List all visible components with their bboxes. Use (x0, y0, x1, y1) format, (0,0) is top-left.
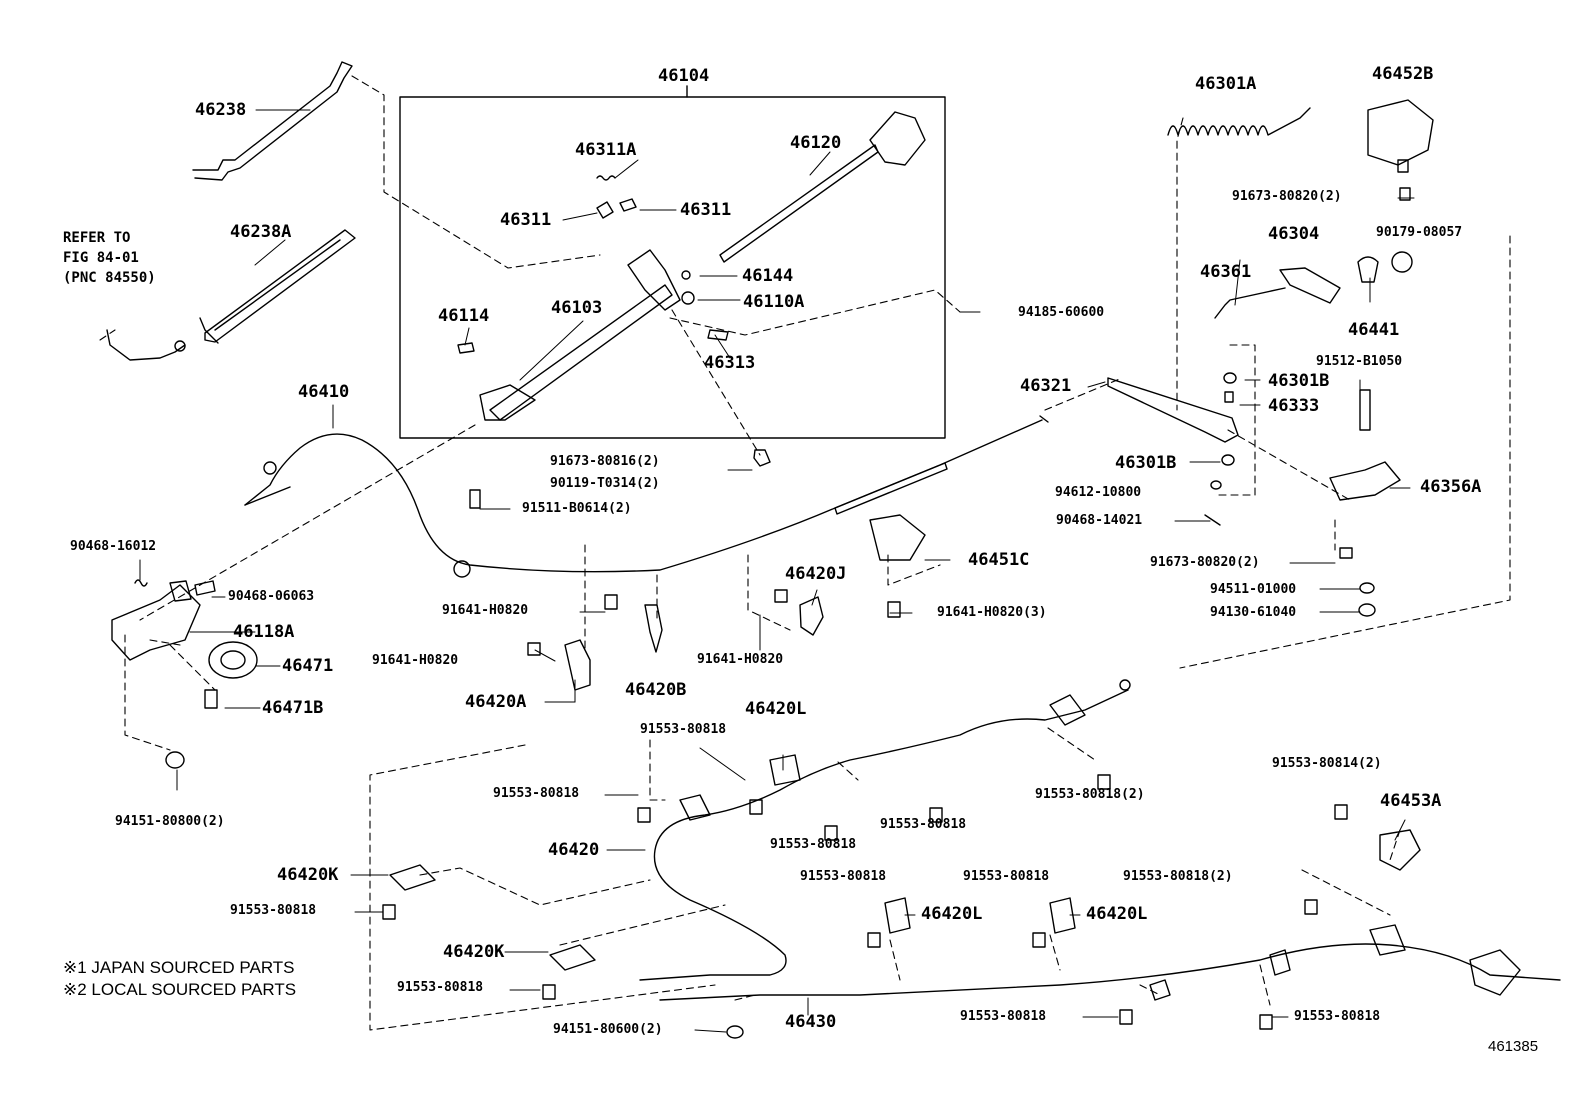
spring-46301A (1167, 107, 1311, 136)
part-label-91553-80818-2a: 91553-80818(2) (1035, 787, 1145, 802)
part-label-46301B-a: 46301B (1268, 371, 1330, 391)
part-label-46313: 46313 (704, 353, 756, 373)
refer-line-1: REFER TO (63, 230, 131, 246)
part-label-94130-61040: 94130-61040 (1210, 605, 1297, 620)
part-label-91553-80818-i: 91553-80818 (960, 1009, 1047, 1024)
part-label-90468-06063: 90468-06063 (228, 589, 315, 604)
part-label-46301B-b: 46301B (1115, 453, 1177, 473)
part-label-94612-10800: 94612-10800 (1055, 485, 1142, 500)
part-label-91641-H0820-b: 91641-H0820 (372, 653, 459, 668)
part-label-91553-80818-g: 91553-80818 (800, 869, 887, 884)
part-label-46430: 46430 (785, 1012, 837, 1032)
part-label-46420L-right: 46420L (1086, 904, 1148, 924)
part-label-46420A: 46420A (465, 692, 527, 712)
part-label-91673-80816: 91673-80816(2) (550, 454, 660, 469)
part-label-46420K-a: 46420K (277, 865, 339, 885)
cable-46420 (639, 689, 1129, 981)
part-label-46311-left: 46311 (500, 210, 552, 230)
part-label-46311A: 46311A (575, 140, 637, 160)
cable-46430 (659, 943, 1561, 1001)
refer-line-3: (PNC 84550) (63, 270, 156, 286)
part-label-46361: 46361 (1200, 262, 1252, 282)
part-label-46120: 46120 (790, 133, 842, 153)
part-label-46114: 46114 (438, 306, 490, 326)
part-label-46471: 46471 (282, 656, 334, 676)
lever-46103 (489, 284, 673, 421)
note-japan-sourced: ※1 JAPAN SOURCED PARTS (63, 958, 295, 977)
part-label-46238: 46238 (195, 100, 247, 120)
part-label-46321: 46321 (1020, 376, 1072, 396)
lever-46120 (719, 144, 879, 263)
part-label-46471B: 46471B (262, 698, 324, 718)
part-label-46451C: 46451C (968, 550, 1030, 570)
part-label-46238A: 46238A (230, 222, 292, 242)
part-label-46103: 46103 (551, 298, 603, 318)
rod-46238A (204, 229, 356, 343)
part-label-91553-80818-a: 91553-80818 (640, 722, 727, 737)
part-label-46333: 46333 (1268, 396, 1320, 416)
part-label-46420L-mid: 46420L (921, 904, 983, 924)
refer-note: REFER TO FIG 84-01 (PNC 84550) (63, 228, 156, 288)
figure-id: 461385 (1488, 1038, 1539, 1055)
part-label-91641-H0820-3: 91641-H0820(3) (937, 605, 1047, 620)
part-label-91553-80818-c: 91553-80818 (770, 837, 857, 852)
part-label-94151-80600: 94151-80600(2) (553, 1022, 663, 1037)
part-label-46420L-top: 46420L (745, 699, 807, 719)
part-label-46104: 46104 (658, 66, 710, 86)
part-label-91553-80818-h: 91553-80818 (963, 869, 1050, 884)
part-label-91511-B0614: 91511-B0614(2) (522, 501, 632, 516)
part-label-46453A: 46453A (1380, 791, 1442, 811)
part-label-91553-80818-j: 91553-80818 (1294, 1009, 1381, 1024)
part-label-91641-H0820-c: 91641-H0820 (697, 652, 784, 667)
part-label-46420J: 46420J (785, 564, 847, 584)
part-label-46420K-b: 46420K (443, 942, 505, 962)
part-label-90468-16012: 90468-16012 (70, 539, 157, 554)
part-label-91553-80818-f: 91553-80818 (397, 980, 484, 995)
refer-line-2: FIG 84-01 (63, 250, 139, 266)
part-label-46420B: 46420B (625, 680, 687, 700)
part-label-46144: 46144 (742, 266, 794, 286)
part-label-46311-right: 46311 (680, 200, 732, 220)
part-label-90468-14021: 90468-14021 (1056, 513, 1143, 528)
note-local-sourced: ※2 LOCAL SOURCED PARTS (63, 980, 297, 999)
part-label-46410: 46410 (298, 382, 350, 402)
pulley-46471 (208, 641, 258, 679)
part-label-91553-80818-e: 91553-80818 (230, 903, 317, 918)
part-label-46356A: 46356A (1420, 477, 1482, 497)
part-label-46304: 46304 (1268, 224, 1320, 244)
part-label-46110A: 46110A (743, 292, 805, 312)
part-label-94511-01000: 94511-01000 (1210, 582, 1297, 597)
part-label-46452B: 46452B (1372, 64, 1434, 84)
part-label-90179-08057: 90179-08057 (1376, 225, 1463, 240)
part-label-46420: 46420 (548, 840, 600, 860)
part-label-94151-80800: 94151-80800(2) (115, 814, 225, 829)
part-label-46118A: 46118A (233, 622, 295, 642)
part-label-94185-60600: 94185-60600 (1018, 305, 1105, 320)
part-label-91553-80818-b: 91553-80818 (493, 786, 580, 801)
part-label-91512-B1050: 91512-B1050 (1316, 354, 1403, 369)
part-label-91673-80820-mid: 91673-80820(2) (1150, 555, 1260, 570)
cable-46410 (244, 419, 1043, 573)
part-label-90119-T0314: 90119-T0314(2) (550, 476, 660, 491)
rod-46238 (192, 61, 353, 181)
lever-assembly-box (399, 96, 946, 439)
part-label-46441: 46441 (1348, 320, 1400, 340)
part-label-46301A: 46301A (1195, 74, 1257, 94)
part-label-91673-80820-top: 91673-80820(2) (1232, 189, 1342, 204)
part-label-91641-H0820-a: 91641-H0820 (442, 603, 529, 618)
part-label-91553-80818-d: 91553-80818 (880, 817, 967, 832)
part-label-91553-80814: 91553-80814(2) (1272, 756, 1382, 771)
part-label-91553-80818-2b: 91553-80818(2) (1123, 869, 1233, 884)
